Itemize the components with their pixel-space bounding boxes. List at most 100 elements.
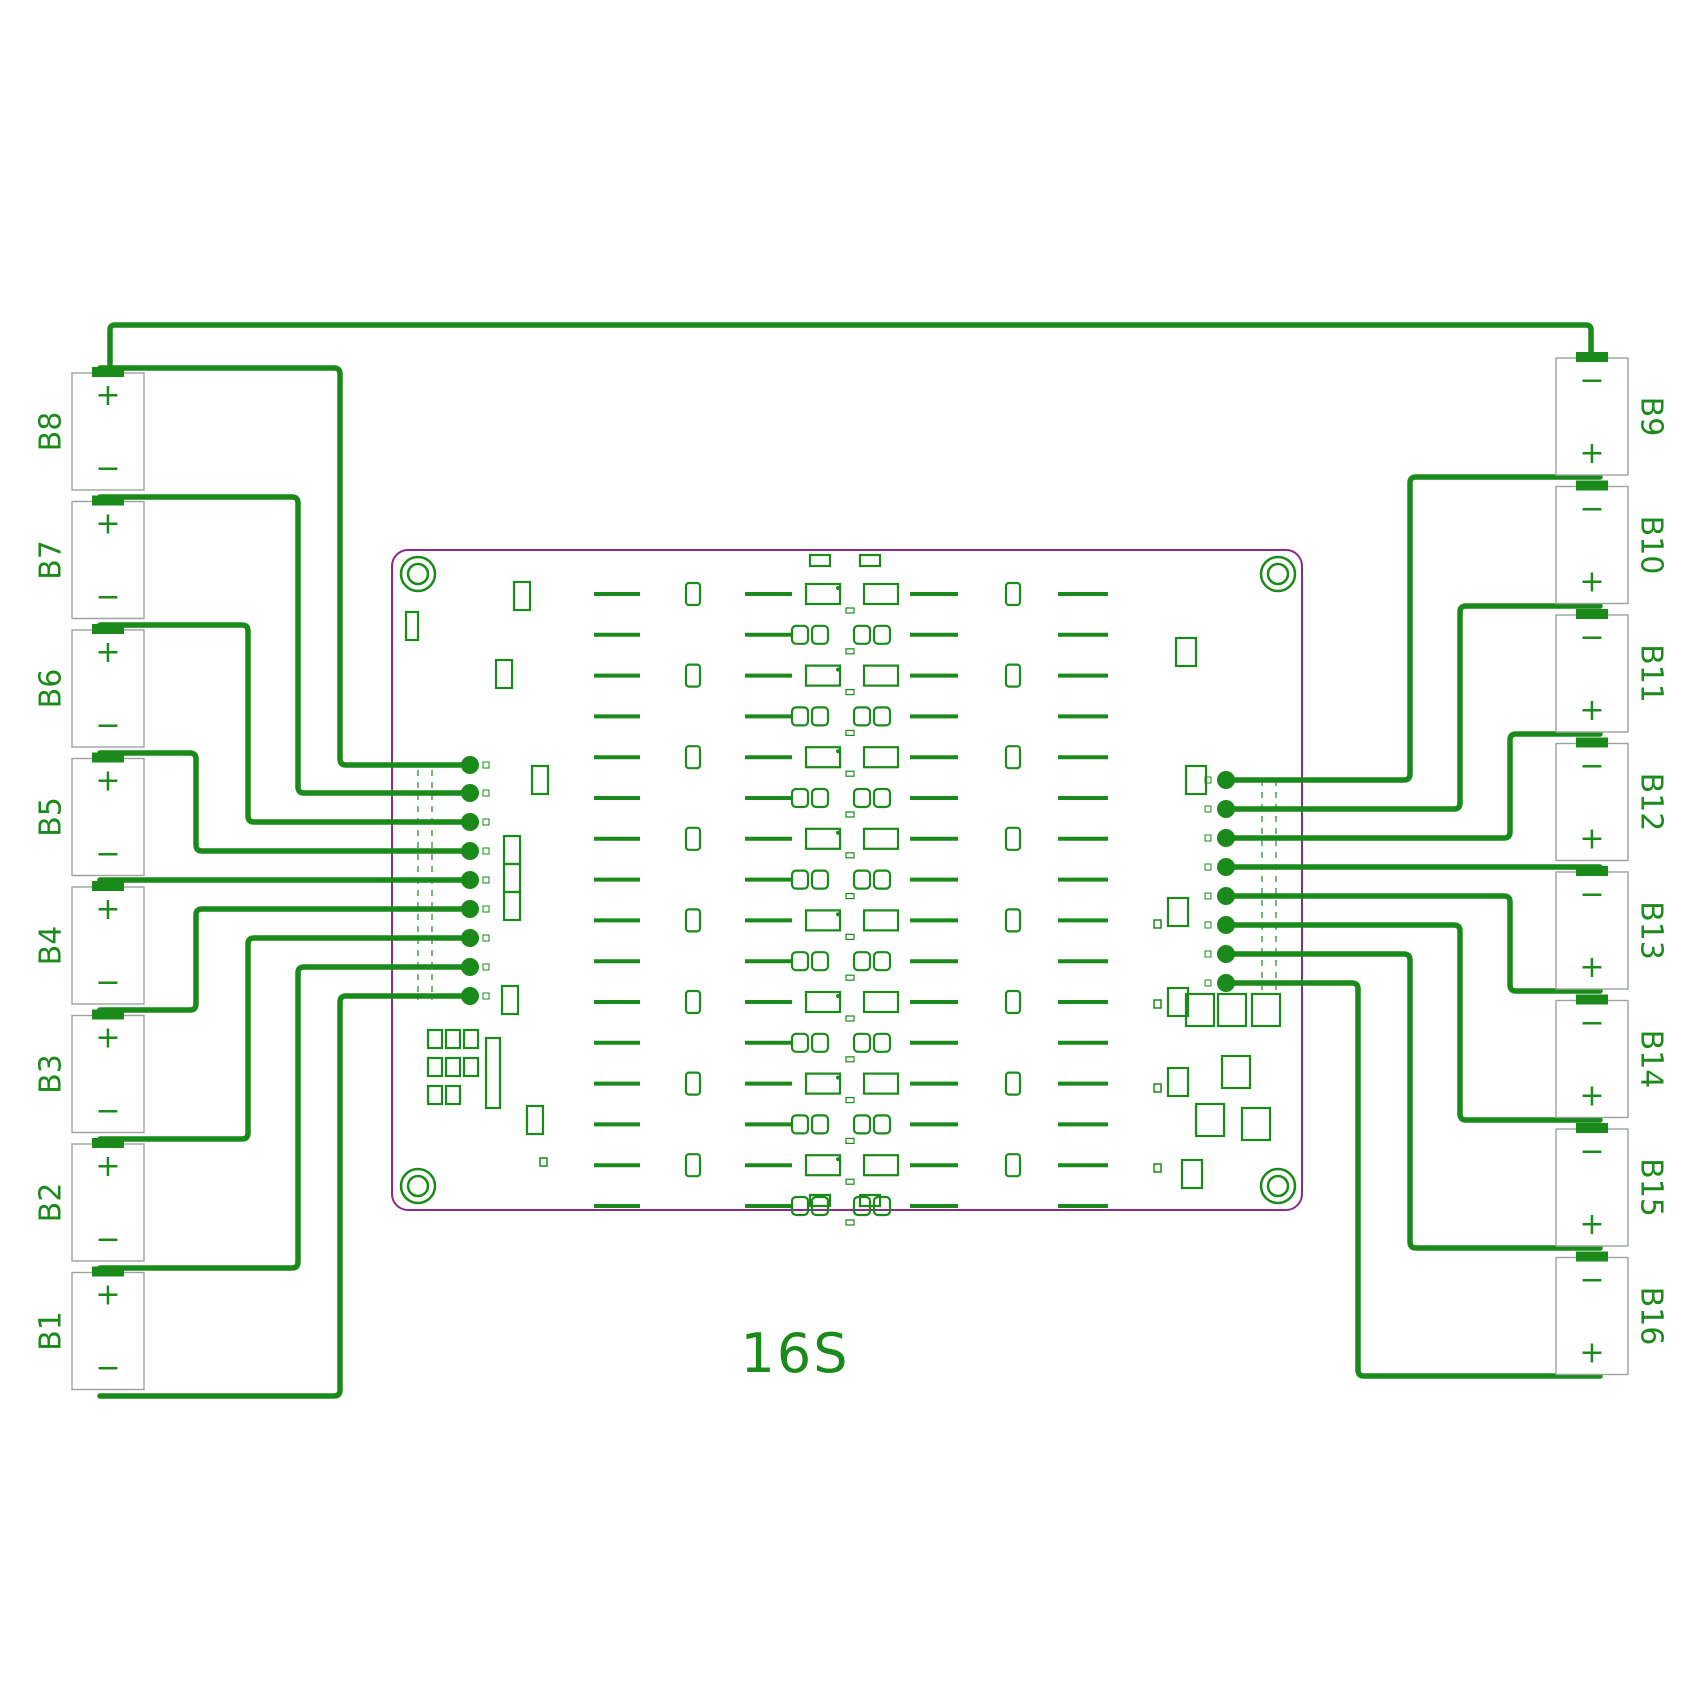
cell-bottom-terminal-sign: −: [95, 580, 120, 615]
cell-top-terminal-sign: −: [1579, 1006, 1604, 1041]
smd-part: [484, 1036, 502, 1110]
cell-box: [1555, 871, 1629, 990]
mounting-hole-inner: [406, 1174, 430, 1198]
smd-mosfet: [862, 746, 900, 769]
cell-bottom-terminal-sign: +: [1579, 1207, 1604, 1242]
smd-ic: [1240, 1106, 1272, 1142]
pad-silk-label: [1204, 805, 1212, 813]
smd-resistor: [852, 1114, 872, 1135]
smd-resistor: [790, 1195, 810, 1217]
smd-part: [525, 1104, 545, 1136]
cell-label: B12: [1634, 773, 1669, 832]
cell-label: B14: [1634, 1030, 1669, 1089]
smd-part: [444, 1028, 462, 1050]
smd-part: [426, 1084, 444, 1106]
smd-resistor: [790, 787, 810, 809]
mounting-holes: [399, 555, 1297, 1205]
smd-capacitor: [684, 745, 702, 770]
pad-silk-label: [1204, 834, 1212, 842]
smd-resistor: [810, 951, 830, 972]
smd-mosfet: [804, 746, 842, 769]
smd-mosfet: [862, 990, 900, 1014]
cell-top-terminal-sign: −: [1579, 492, 1604, 527]
smd-capacitor: [684, 1153, 702, 1178]
balance-wire-right: [1223, 893, 1603, 994]
cell-terminal-stub: [1576, 352, 1608, 362]
pad-silk-label: [482, 847, 490, 855]
cell-terminal-stub: [92, 1138, 124, 1148]
smd-mosfet: [804, 827, 842, 850]
smd-capacitor: [684, 663, 702, 688]
cell-box: [1555, 1128, 1629, 1247]
smd-resistor: [852, 706, 872, 727]
smd-part: [494, 658, 514, 690]
smd-part: [462, 1028, 480, 1050]
smd-part: [444, 1084, 462, 1106]
pcb-components: [404, 553, 1282, 1226]
pad-silk-label: [1204, 950, 1212, 958]
cell-label: B5: [34, 797, 69, 837]
cell-top-terminal-sign: −: [1579, 1134, 1604, 1169]
balance-wire-right: [1223, 951, 1603, 1251]
smd-capacitor: [1004, 989, 1022, 1015]
smd-mosfet: [862, 909, 900, 932]
cell-b14: −+B14: [1555, 994, 1669, 1119]
cell-bottom-terminal-sign: +: [1579, 1336, 1604, 1371]
cell-bottom-terminal-sign: −: [95, 1222, 120, 1257]
mounting-hole: [1259, 555, 1297, 593]
cell-b16: −+B16: [1555, 1251, 1669, 1376]
pad-silk-label: [482, 934, 490, 942]
cell-top-terminal-sign: +: [95, 1149, 120, 1184]
cell-terminal-stub: [92, 624, 124, 634]
cell-terminal-stub: [1576, 994, 1608, 1005]
smd-resistor: [810, 624, 830, 645]
smd-part: [1184, 764, 1208, 796]
cell-box: [1555, 357, 1629, 476]
cell-bottom-terminal-sign: −: [95, 1094, 120, 1129]
smd-resistor: [790, 869, 810, 890]
smd-resistor: [872, 951, 892, 972]
cell-bottom-terminal-sign: −: [95, 837, 120, 872]
smd-mosfet: [804, 664, 842, 687]
cell-b5: +−B5: [34, 752, 145, 877]
cell-box: [71, 1143, 145, 1262]
smd-resistor: [810, 706, 830, 727]
cell-top-terminal-sign: +: [95, 507, 120, 542]
smd-part: [404, 610, 420, 642]
pad-silk-label: [482, 818, 490, 826]
smd-resistor: [810, 1114, 830, 1135]
cell-box: [1555, 485, 1629, 605]
smd-capacitor: [1004, 1153, 1022, 1178]
smd-ic: [1184, 992, 1216, 1028]
cell-label: B4: [34, 926, 69, 966]
smd-mosfet: [862, 827, 900, 850]
smd-part: [1166, 1066, 1190, 1098]
balance-wire-left: [97, 964, 473, 1271]
smd-ic: [1220, 1054, 1252, 1090]
smd-resistor: [872, 624, 892, 645]
smd-part: [426, 1056, 444, 1078]
pad-silk-label: [1204, 979, 1212, 987]
pad-silk-label: [1204, 892, 1212, 900]
mounting-hole: [399, 1167, 437, 1205]
smd-resistor: [790, 1114, 810, 1135]
balance-wire-left: [97, 365, 473, 768]
smd-resistor: [790, 624, 810, 645]
cell-label: B2: [34, 1183, 69, 1223]
smd-small: [808, 553, 832, 568]
smd-resistor: [852, 869, 872, 890]
cell-b6: +−B6: [34, 624, 145, 748]
left-cell-column: +−B8+−B7+−B6+−B5+−B4+−B3+−B2+−B1: [34, 367, 145, 1391]
smd-capacitor: [1004, 581, 1022, 607]
balance-wire-right: [1223, 731, 1603, 841]
smd-resistor: [872, 869, 892, 890]
smd-small: [858, 553, 882, 568]
cell-b11: −+B11: [1555, 609, 1669, 733]
cell-label: B11: [1634, 644, 1669, 703]
smd-resistor: [852, 787, 872, 809]
cell-top-terminal-sign: −: [1579, 620, 1604, 655]
balance-wire-left: [97, 993, 473, 1399]
cell-b13: −+B13: [1555, 866, 1669, 990]
bridge-wire-b8-b9: [107, 322, 1594, 368]
smd-resistor: [852, 624, 872, 645]
